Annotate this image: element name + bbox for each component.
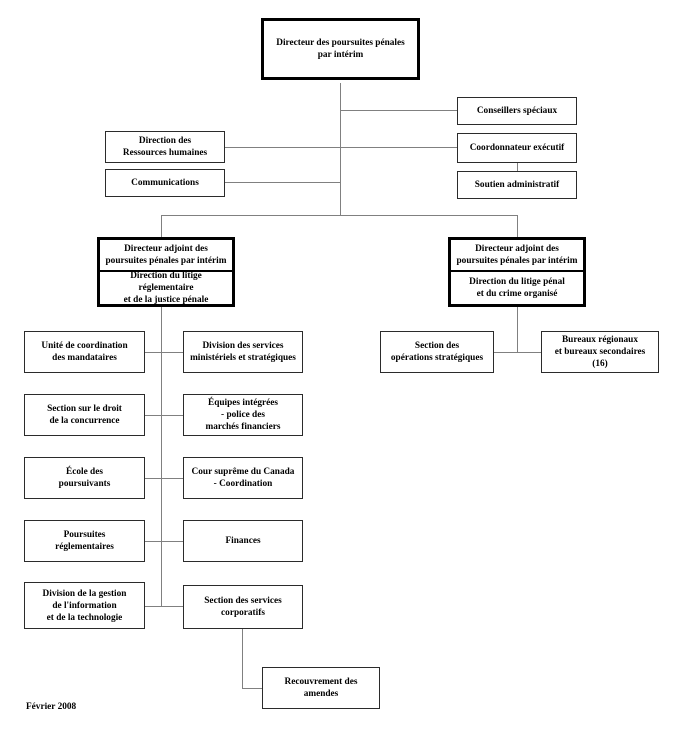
- node-deputy-director-criminal[interactable]: Directeur adjoint des poursuites pénales…: [448, 237, 586, 307]
- node-administrative-support[interactable]: Soutien administratif: [457, 171, 577, 199]
- node-supreme-court-coordination-label: Cour suprême du Canada - Coordination: [191, 467, 295, 489]
- node-deputy-director-regulatory[interactable]: Directeur adjoint des poursuites pénales…: [97, 237, 235, 307]
- connector-right-branch-spine: [517, 307, 518, 352]
- connector-to-special-advisors: [340, 110, 458, 111]
- connector-left-row-3: [145, 478, 184, 479]
- node-human-resources-label: Direction des Ressources humaines: [122, 136, 208, 158]
- node-finances-label: Finances: [225, 536, 261, 546]
- node-strategic-operations-section[interactable]: Section des opérations stratégiques: [380, 331, 494, 373]
- node-regional-offices[interactable]: Bureaux régionaux et bureaux secondaires…: [541, 331, 659, 373]
- node-mandataries-coordination-unit[interactable]: Unité de coordination des mandataires: [24, 331, 145, 373]
- connector-director-spine: [340, 83, 341, 215]
- node-integrated-market-enforcement-teams-label: Équipes intégrées - police des marchés f…: [205, 398, 281, 432]
- node-special-advisors[interactable]: Conseillers spéciaux: [457, 97, 577, 125]
- node-human-resources[interactable]: Direction des Ressources humaines: [105, 131, 225, 163]
- connector-split-left-drop: [161, 215, 162, 237]
- node-fines-recovery[interactable]: Recouvrement des amendes: [262, 667, 380, 709]
- node-director[interactable]: Directeur des poursuites pénales par int…: [261, 18, 420, 80]
- connector-left-row-4: [145, 541, 184, 542]
- connector-left-row-2: [145, 415, 184, 416]
- node-mandataries-coordination-unit-label: Unité de coordination des mandataires: [41, 341, 128, 363]
- node-fines-recovery-label: Recouvrement des amendes: [284, 677, 358, 699]
- node-finances[interactable]: Finances: [183, 520, 303, 562]
- connector-coordinator-to-support: [517, 163, 518, 171]
- node-special-advisors-label: Conseillers spéciaux: [476, 106, 558, 116]
- connector-split-bar: [161, 215, 518, 216]
- node-deputy-director-criminal-subtitle: Direction du litige pénal et du crime or…: [469, 277, 565, 299]
- connector-right-row: [494, 352, 541, 353]
- node-deputy-director-regulatory-subtitle: Direction du litige réglementaire et de …: [123, 271, 209, 305]
- node-regulatory-prosecutions[interactable]: Poursuites réglementaires: [24, 520, 145, 562]
- node-corporate-services-section-label: Section des services corporatifs: [204, 596, 282, 618]
- node-deputy-director-regulatory-title: Directeur adjoint des poursuites pénales…: [100, 240, 232, 272]
- connector-corporate-drop: [242, 629, 243, 688]
- node-corporate-services-section[interactable]: Section des services corporatifs: [183, 585, 303, 629]
- node-communications-label: Communications: [131, 178, 199, 188]
- node-ministerial-strategic-services[interactable]: Division des services ministériels et st…: [183, 331, 303, 373]
- node-supreme-court-coordination[interactable]: Cour suprême du Canada - Coordination: [183, 457, 303, 499]
- node-executive-coordinator-label: Coordonnateur exécutif: [469, 143, 565, 153]
- node-deputy-director-criminal-title: Directeur adjoint des poursuites pénales…: [451, 240, 583, 272]
- connector-to-fines-recovery: [242, 688, 263, 689]
- node-administrative-support-label: Soutien administratif: [474, 180, 560, 190]
- connector-hr-to-executive-coordinator: [225, 147, 458, 148]
- node-ministerial-strategic-services-label: Division des services ministériels et st…: [190, 341, 296, 363]
- node-executive-coordinator[interactable]: Coordonnateur exécutif: [457, 133, 577, 163]
- connector-left-row-5: [145, 606, 184, 607]
- node-strategic-operations-section-label: Section des opérations stratégiques: [390, 341, 484, 363]
- footer-date: Février 2008: [26, 702, 77, 712]
- connector-left-row-1: [145, 352, 184, 353]
- node-communications[interactable]: Communications: [105, 169, 225, 197]
- connector-split-right-drop: [517, 215, 518, 237]
- node-information-technology-management-label: Division de la gestion de l'information …: [42, 588, 127, 623]
- node-prosecutors-school-label: École des poursuivants: [58, 467, 111, 489]
- node-director-label: Directeur des poursuites pénales par int…: [276, 38, 405, 60]
- node-prosecutors-school[interactable]: École des poursuivants: [24, 457, 145, 499]
- node-regulatory-prosecutions-label: Poursuites réglementaires: [55, 530, 114, 552]
- node-regional-offices-label: Bureaux régionaux et bureaux secondaires…: [554, 335, 646, 369]
- node-information-technology-management[interactable]: Division de la gestion de l'information …: [24, 582, 145, 629]
- connector-communications-to-spine: [225, 182, 341, 183]
- node-integrated-market-enforcement-teams[interactable]: Équipes intégrées - police des marchés f…: [183, 394, 303, 436]
- node-competition-law-section[interactable]: Section sur le droit de la concurrence: [24, 394, 145, 436]
- node-competition-law-section-label: Section sur le droit de la concurrence: [47, 404, 122, 426]
- connector-left-branch-spine: [161, 307, 162, 607]
